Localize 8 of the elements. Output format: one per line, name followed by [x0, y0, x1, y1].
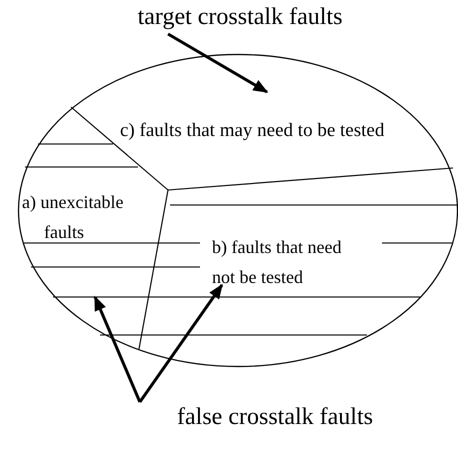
annotation-label: target crosstalk faults	[138, 3, 342, 32]
arrow	[94, 296, 142, 403]
arrow	[138, 284, 224, 403]
annotation-label: false crosstalk faults	[177, 403, 373, 432]
region-label: b) faults that need not be tested	[212, 236, 342, 289]
arrow	[167, 32, 268, 94]
region-label: c) faults that may need to be tested	[120, 119, 384, 143]
region-label: a) unexcitable faults	[22, 191, 124, 244]
